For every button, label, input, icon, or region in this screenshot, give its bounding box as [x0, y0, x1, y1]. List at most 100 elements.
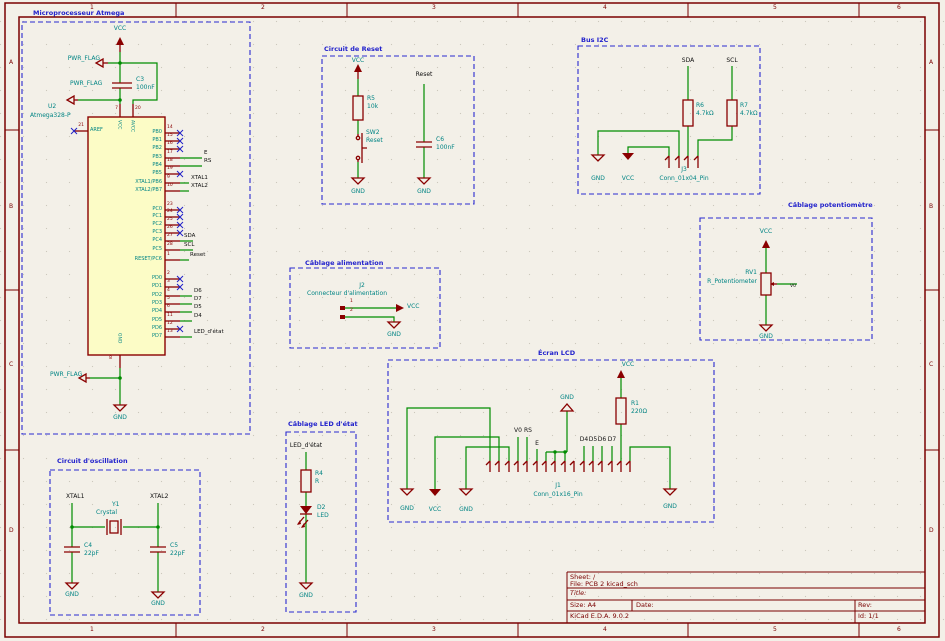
net-label[interactable]: Reset — [190, 252, 206, 258]
cap-value[interactable]: 22pF — [170, 550, 185, 557]
switch-sw2[interactable] — [355, 133, 367, 163]
wires[interactable] — [78, 52, 158, 405]
pin-number[interactable]: 21 — [78, 123, 84, 128]
pin-number[interactable]: 9 — [167, 175, 170, 180]
cap-ref[interactable]: C4 — [84, 542, 93, 549]
pin-name[interactable]: PB0 — [152, 129, 162, 135]
net-label[interactable]: RS — [204, 158, 212, 164]
lcd-section-graphics[interactable] — [399, 370, 678, 496]
pin-number[interactable]: 14 — [167, 125, 173, 130]
led-value[interactable]: LED — [317, 512, 329, 519]
pin-name[interactable]: PB2 — [152, 145, 162, 151]
res-ref[interactable]: R4 — [315, 470, 323, 477]
power-label[interactable]: GND — [151, 600, 165, 607]
pin-number[interactable]: 28 — [167, 242, 173, 247]
pin-name[interactable]: PC2 — [152, 221, 162, 227]
conn-ref[interactable]: J3 — [681, 166, 687, 173]
pin-name[interactable]: PD5 — [151, 317, 162, 323]
cap-ref[interactable]: C6 — [436, 136, 445, 143]
pin-name[interactable]: XTAL2/PB7 — [135, 187, 162, 193]
pwr-flag-label[interactable]: PWR_FLAG — [50, 371, 83, 378]
net-label[interactable]: SCL — [184, 242, 195, 248]
pin-name[interactable]: PC1 — [152, 213, 162, 219]
capacitor-c5[interactable] — [150, 546, 166, 553]
power-label[interactable]: VCC — [407, 303, 420, 310]
pin-name[interactable]: PC5 — [152, 246, 162, 252]
net-label[interactable]: SDA — [681, 57, 695, 64]
sw-ref[interactable]: SW2 — [366, 129, 380, 136]
res-ref[interactable]: R5 — [367, 95, 375, 102]
res-value[interactable]: 4.7kΩ — [740, 110, 758, 117]
net-label[interactable]: XTAL1 — [191, 175, 208, 181]
osc-section-graphics[interactable] — [64, 503, 166, 599]
led-ref[interactable]: D2 — [317, 504, 326, 511]
resistor-r5[interactable] — [352, 95, 364, 121]
resistor-r7[interactable] — [726, 99, 738, 127]
mcu-pins[interactable] — [70, 104, 202, 368]
pin-number[interactable]: 1 — [167, 252, 170, 257]
vcc-symbol[interactable] — [116, 37, 124, 52]
pin-name[interactable]: VCC — [116, 120, 122, 130]
pot-value[interactable]: R_Potentiometer — [707, 278, 757, 285]
pin-number[interactable]: 26 — [167, 225, 173, 230]
power-label[interactable]: GND — [113, 414, 127, 421]
power-label[interactable]: GND — [299, 592, 313, 599]
xtal-value[interactable]: Crystal — [96, 509, 118, 516]
connector-j2[interactable] — [340, 306, 345, 319]
net-label[interactable]: D7 — [607, 436, 617, 443]
power-label[interactable]: GND — [65, 591, 79, 598]
net-label[interactable]: RS — [524, 427, 532, 434]
pin-name[interactable]: GND — [116, 333, 122, 344]
pin-number[interactable]: 6 — [167, 304, 170, 309]
conn-value[interactable]: Connecteur d'alimentation — [307, 290, 388, 297]
power-label[interactable]: GND — [351, 188, 365, 195]
connector-j1[interactable] — [485, 460, 631, 472]
conn-ref[interactable]: J1 — [555, 482, 561, 489]
cap-ref[interactable]: C5 — [170, 542, 179, 549]
cap-ref[interactable]: C3 — [136, 76, 145, 83]
pin-name[interactable]: PD7 — [151, 333, 162, 339]
pwr-flag-label[interactable]: PWR_FLAG — [67, 55, 100, 62]
res-value[interactable]: R — [315, 478, 320, 485]
net-label[interactable]: E — [204, 150, 208, 156]
res-value[interactable]: 220Ω — [631, 408, 648, 415]
pin-number[interactable]: 2 — [167, 271, 170, 276]
pin-number[interactable]: 3 — [167, 279, 170, 284]
pin-number[interactable]: 7 — [115, 106, 118, 111]
net-label[interactable]: D6 — [597, 436, 607, 443]
pin-number[interactable]: 15 — [167, 133, 173, 138]
pin-number[interactable]: 27 — [167, 233, 173, 238]
pin-number[interactable]: 1 — [350, 299, 353, 304]
pin-number[interactable]: 16 — [167, 141, 173, 146]
power-label[interactable]: VCC — [621, 175, 635, 182]
pwr-flag-symbol[interactable] — [65, 57, 108, 384]
section-boxes[interactable] — [21, 21, 873, 616]
cap-value[interactable]: 22pF — [84, 550, 99, 557]
capacitor-c4[interactable] — [64, 546, 80, 553]
conn-ref[interactable]: J2 — [359, 282, 365, 289]
connector-j3[interactable] — [664, 155, 699, 168]
potentiometer-rv1[interactable] — [760, 272, 772, 296]
pwr-flag-label[interactable]: PWR_FLAG — [70, 80, 103, 87]
pin-name[interactable]: AREF — [90, 127, 103, 133]
net-label[interactable]: XTAL1 — [66, 493, 85, 500]
res-ref[interactable]: R7 — [740, 102, 748, 109]
pin-number[interactable]: 18 — [167, 158, 173, 163]
pin-name[interactable]: PD4 — [151, 308, 162, 314]
power-label[interactable]: GND — [591, 175, 605, 182]
pin-name[interactable]: PB3 — [152, 154, 162, 160]
alim-section-graphics[interactable] — [340, 304, 404, 329]
resistor-r6[interactable] — [682, 99, 694, 127]
net-label[interactable]: D4 — [579, 436, 589, 443]
pin-number[interactable]: 19 — [167, 166, 173, 171]
net-label[interactable]: D6 — [194, 288, 202, 294]
pin-name[interactable]: PD2 — [151, 292, 162, 298]
net-label[interactable]: V0 — [790, 284, 796, 289]
pot-section-graphics[interactable] — [758, 240, 797, 332]
res-value[interactable]: 10k — [367, 103, 379, 110]
power-label[interactable]: GND — [387, 331, 401, 338]
res-ref[interactable]: R6 — [696, 102, 704, 109]
crystal-y1[interactable] — [106, 519, 122, 535]
pin-name[interactable]: XTAL1/PB6 — [135, 179, 162, 185]
